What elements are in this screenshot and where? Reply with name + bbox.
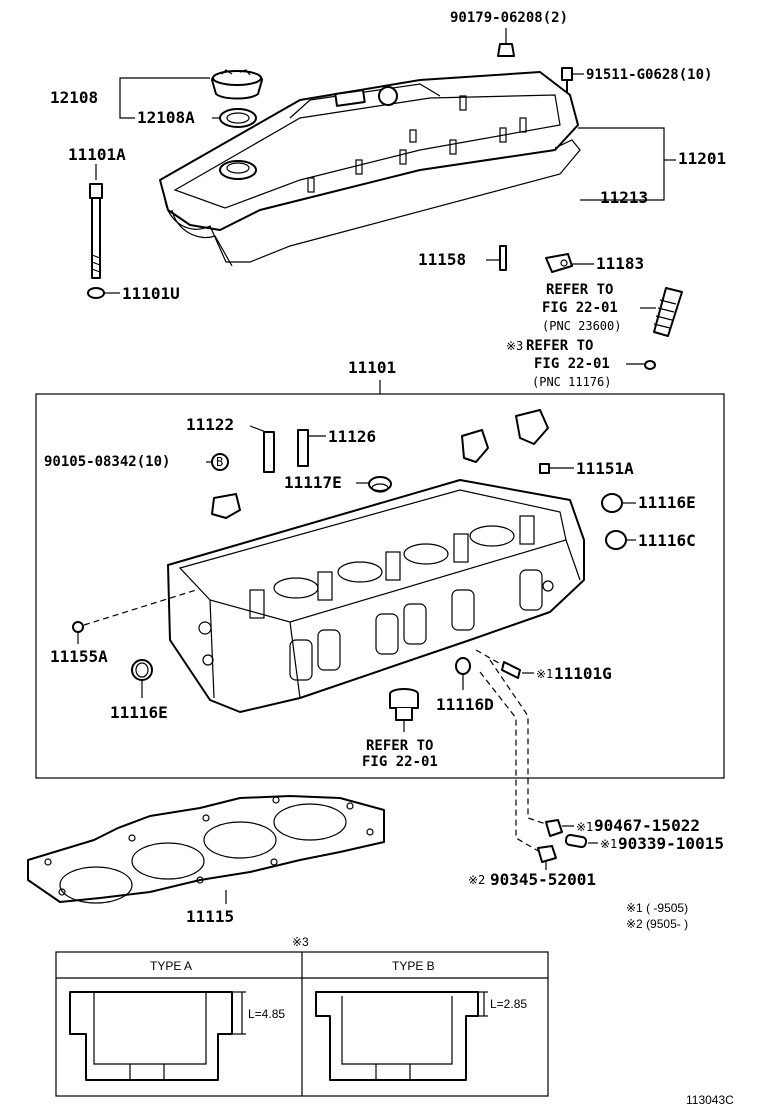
ref-23600-line3: (PNC 23600) — [542, 319, 621, 333]
figure-code: 113043C — [686, 1093, 734, 1107]
oil-filler-cap-drawing — [211, 69, 263, 100]
ref-11176-line3: (PNC 11176) — [532, 375, 611, 389]
label-11101a: 11101A — [68, 145, 126, 164]
note-1: ※1 ( -9505) — [626, 901, 688, 915]
stud-bolt-11101a-drawing — [89, 164, 103, 279]
label-90467: 90467-15022 — [594, 816, 700, 835]
valve-guide-11126-drawing — [297, 429, 309, 467]
label-90467-mark: ※1 — [576, 820, 593, 834]
pin-11158-drawing — [499, 245, 507, 271]
ref-23600-line2: FIG 22-01 — [542, 300, 618, 316]
ref-11176-line1: REFER TO — [526, 338, 593, 354]
cylinder-head-drawing — [167, 479, 585, 713]
label-90345: 90345-52001 — [490, 870, 596, 889]
label-11158: 11158 — [418, 250, 466, 269]
valve-guide-11122-drawing — [263, 431, 275, 473]
label-11116c: 11116C — [638, 531, 696, 550]
ref-23600-line1: REFER TO — [546, 282, 613, 298]
label-11101: 11101 — [348, 358, 396, 377]
plug-11116e-right-drawing — [601, 493, 623, 513]
label-90345-mark: ※2 — [468, 873, 485, 887]
label-11115: 11115 — [186, 907, 234, 926]
label-11116e-right: 11116E — [638, 493, 696, 512]
label-11122: 11122 — [186, 415, 234, 434]
head-gasket-drawing — [27, 795, 385, 904]
label-91511: 91511-G0628(10) — [586, 67, 712, 83]
nut-90179-drawing — [497, 28, 515, 57]
table-mark: ※3 — [292, 935, 309, 949]
plug-11151a-drawing — [539, 463, 550, 474]
valve-cover-gasket-drawing — [164, 139, 581, 267]
union-11101g-drawing — [501, 661, 521, 679]
cap-11183-drawing — [545, 253, 573, 273]
label-90339-mark: ※1 — [600, 837, 617, 851]
type-a-header: TYPE A — [150, 959, 192, 973]
label-11183: 11183 — [596, 254, 644, 273]
label-11126: 11126 — [328, 427, 376, 446]
type-a-profile — [69, 991, 246, 1081]
ref-11176-mark: ※3 — [506, 339, 523, 353]
washer-11101u-drawing — [87, 287, 105, 299]
note-2: ※2 (9505- ) — [626, 917, 688, 931]
label-11116d: 11116D — [436, 695, 494, 714]
type-b-profile — [315, 991, 488, 1081]
type-a-dimension: L=4.85 — [248, 1007, 285, 1021]
combustion-chamber-drawing — [644, 360, 656, 370]
label-11101g-mark: ※1 — [536, 667, 553, 681]
hose-90339-drawing — [564, 833, 588, 849]
label-12108a: 12108A — [137, 108, 195, 127]
circle-b-text: B — [216, 455, 223, 469]
label-11151a: 11151A — [576, 459, 634, 478]
type-b-dimension: L=2.85 — [490, 997, 527, 1011]
label-12108: 12108 — [50, 88, 98, 107]
label-90105: 90105-08342(10) — [44, 454, 170, 470]
label-11201: 11201 — [678, 149, 726, 168]
plug-11116c-drawing — [605, 530, 627, 550]
union-bolt-90345-drawing — [537, 845, 557, 863]
valve-cover-drawing — [159, 71, 579, 231]
ref-fig-line1: REFER TO — [366, 738, 433, 754]
filler-cap-gasket-drawing — [219, 108, 257, 128]
label-90179: 90179-06208(2) — [450, 10, 568, 26]
clamp-90467-drawing — [545, 819, 563, 837]
bearing-cap-right-drawing — [515, 409, 549, 445]
label-11101u: 11101U — [122, 284, 180, 303]
ref-11176-line2: FIG 22-01 — [534, 356, 610, 372]
label-11116e-left: 11116E — [110, 703, 168, 722]
label-11101g: 11101G — [554, 664, 612, 683]
label-11213: 11213 — [600, 188, 648, 207]
plug-11155a-drawing — [72, 621, 84, 633]
bearing-cap-mid-drawing — [461, 429, 489, 463]
label-90339: 90339-10015 — [618, 834, 724, 853]
bearing-cap-left-drawing — [211, 493, 241, 519]
plug-11116d-drawing — [455, 657, 471, 675]
injector-drawing — [640, 287, 683, 337]
label-11155a: 11155A — [50, 647, 108, 666]
ref-fig-line2: FIG 22-01 — [362, 754, 438, 770]
label-11117e: 11117E — [284, 473, 342, 492]
cylinder-head-frame — [35, 393, 725, 779]
type-b-header: TYPE B — [392, 959, 435, 973]
glow-plug-drawing — [389, 688, 419, 732]
